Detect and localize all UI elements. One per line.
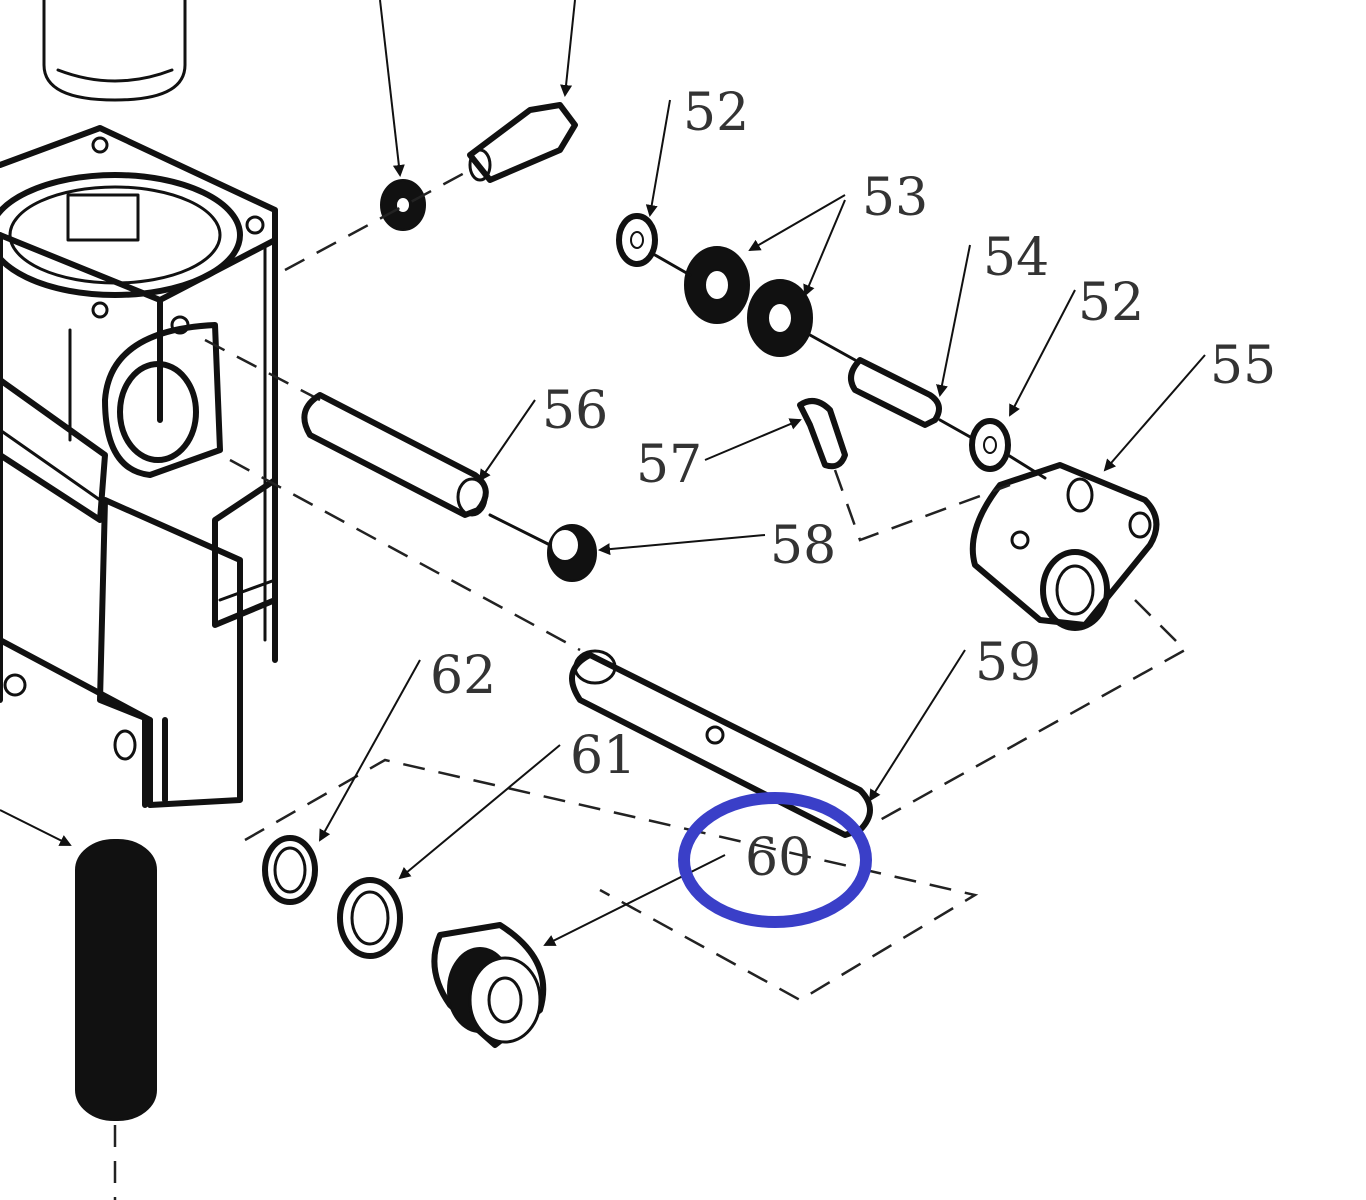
label-54: 54 — [983, 228, 1049, 288]
label-58: 58 — [770, 516, 836, 576]
highlight-circle — [678, 792, 872, 928]
label-55: 55 — [1210, 336, 1276, 396]
spring — [0, 809, 157, 1200]
callout-labels: 52 53 54 52 55 56 57 58 59 62 61 60 — [430, 83, 1276, 888]
label-61: 61 — [570, 726, 636, 786]
label-56: 56 — [542, 381, 608, 441]
clevis-bracket — [879, 354, 1206, 822]
front-subassembly — [244, 659, 979, 1048]
main-housing — [0, 0, 278, 808]
label-53: 53 — [862, 168, 928, 228]
label-57: 57 — [636, 435, 702, 495]
label-60: 60 — [745, 828, 811, 888]
pin-56-group — [204, 338, 766, 582]
label-52-right: 52 — [1078, 273, 1144, 333]
label-62: 62 — [430, 646, 496, 706]
label-59: 59 — [975, 633, 1041, 693]
roller-assembly — [616, 99, 1076, 480]
pin-57-group — [704, 398, 1011, 542]
label-52-top: 52 — [683, 83, 749, 143]
top-fasteners — [284, 0, 578, 272]
